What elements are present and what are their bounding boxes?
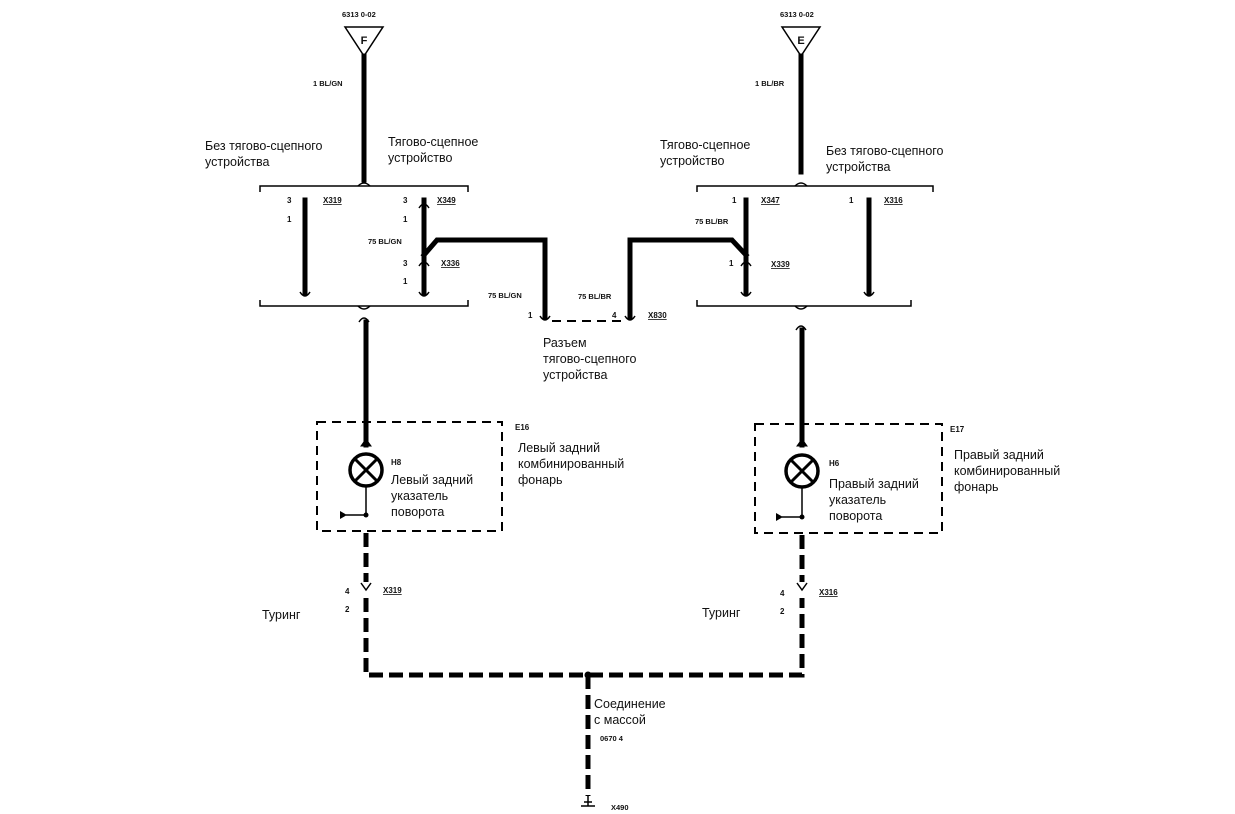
right-with-hitch-line1: Тягово-сцепное xyxy=(660,138,750,152)
left-bulb-ref: H8 xyxy=(391,458,402,467)
wire-hitch-right xyxy=(627,237,750,320)
x316-top-pin-a: 1 xyxy=(849,196,854,205)
ground-symbol-icon xyxy=(581,796,595,807)
x830-pin-right: 4 xyxy=(612,311,617,320)
right-without-hitch-line2: устройства xyxy=(826,160,890,174)
fuse-left-letter: F xyxy=(361,35,368,47)
right-lamp-unit-line1: Правый задний xyxy=(954,448,1044,462)
left-bulb-line3: поворота xyxy=(391,505,444,519)
x349-pin-a: 3 xyxy=(403,196,408,205)
fuse-right-triangle-icon xyxy=(780,26,822,58)
x336-pin-a: 3 xyxy=(403,259,408,268)
x336-ref: X336 xyxy=(441,259,460,268)
left-lamp-unit-line3: фонарь xyxy=(518,473,563,487)
right-without-hitch-line1: Без тягово-сцепного xyxy=(826,144,944,158)
x830-wire-right: 75 BL/BR xyxy=(578,292,612,301)
left-bulb-line1: Левый задний xyxy=(391,473,473,487)
left-bulb-line2: указатель xyxy=(391,489,448,503)
x349-ref: X349 xyxy=(437,196,456,205)
x339-ref: X339 xyxy=(771,260,790,269)
left-with-hitch-line2: устройство xyxy=(388,151,452,165)
x319-bottom-pin-b: 2 xyxy=(345,605,350,614)
hitch-socket-line2: тягово-сцепного xyxy=(543,352,636,366)
fuse-left-triangle-icon xyxy=(343,26,385,58)
x316-bottom-pin-a: 4 xyxy=(780,589,785,598)
left-with-hitch-line1: Тягово-сцепное xyxy=(388,135,478,149)
left-lamp-unit-box xyxy=(316,421,503,532)
x336-wire: 75 BL/GN xyxy=(368,237,402,246)
ground-label-line1: Соединение xyxy=(594,697,666,711)
left-variant-bracket xyxy=(259,182,469,310)
right-bulb-ref: H6 xyxy=(829,459,840,468)
x349-pin-b: 1 xyxy=(403,215,408,224)
right-with-hitch-line2: устройство xyxy=(660,154,724,168)
right-lamp-unit-line2: комбинированный xyxy=(954,464,1060,478)
x316-bottom-pin-b: 2 xyxy=(780,607,785,616)
x316-bottom-ref: X316 xyxy=(819,588,838,597)
fuse-right: 6313 0-02 E 1 BL/BR xyxy=(755,10,822,88)
right-lamp-unit-box xyxy=(754,423,943,534)
ground-label-line2: с массой xyxy=(594,713,646,727)
ground-connector: X490 xyxy=(611,803,629,812)
right-bulb-line1: Правый задний xyxy=(829,477,919,491)
x319-top-ref: X319 xyxy=(323,196,342,205)
hitch-socket-line3: устройства xyxy=(543,368,607,382)
x316-top-ref: X316 xyxy=(884,196,903,205)
fuse-left-ref: 6313 0-02 xyxy=(342,10,376,19)
x339-pin-a: 1 xyxy=(729,259,734,268)
touring-right: Туринг xyxy=(702,606,741,620)
left-without-hitch-line2: устройства xyxy=(205,155,269,169)
x319-top-pin-a: 3 xyxy=(287,196,292,205)
fuse-left: 6313 0-02 F 1 BL/GN xyxy=(313,10,385,88)
x830-ref: X830 xyxy=(648,311,667,320)
x339-wire: 75 BL/BR xyxy=(695,217,729,226)
ground-ref: 0670 4 xyxy=(600,734,624,743)
x336-pin-b: 1 xyxy=(403,277,408,286)
x830-wire-left: 75 BL/GN xyxy=(488,291,522,300)
wire-hitch-left xyxy=(420,237,548,320)
right-variant-bracket xyxy=(696,182,934,310)
left-without-hitch-line1: Без тягово-сцепного xyxy=(205,139,323,153)
left-lamp-unit-ref: E16 xyxy=(515,423,530,432)
right-lamp-unit-line3: фонарь xyxy=(954,480,999,494)
x347-pin-a: 1 xyxy=(732,196,737,205)
x319-bottom-ref: X319 xyxy=(383,586,402,595)
fuse-right-letter: E xyxy=(797,35,804,47)
hitch-socket-line1: Разъем xyxy=(543,336,587,350)
right-bulb-line2: указатель xyxy=(829,493,886,507)
fuse-left-wire: 1 BL/GN xyxy=(313,79,343,88)
right-lamp-unit-ref: E17 xyxy=(950,425,965,434)
fuse-right-ref: 6313 0-02 xyxy=(780,10,814,19)
touring-left: Туринг xyxy=(262,608,301,622)
left-lamp-unit-line1: Левый задний xyxy=(518,441,600,455)
wire-ground-bus xyxy=(363,598,805,678)
left-lamp-unit-line2: комбинированный xyxy=(518,457,624,471)
x319-bottom-pin-a: 4 xyxy=(345,587,350,596)
fuse-right-wire: 1 BL/BR xyxy=(755,79,785,88)
x830-pin-left: 1 xyxy=(528,311,533,320)
x319-top-pin-b: 1 xyxy=(287,215,292,224)
right-bulb-line3: поворота xyxy=(829,509,882,523)
x347-ref: X347 xyxy=(761,196,780,205)
